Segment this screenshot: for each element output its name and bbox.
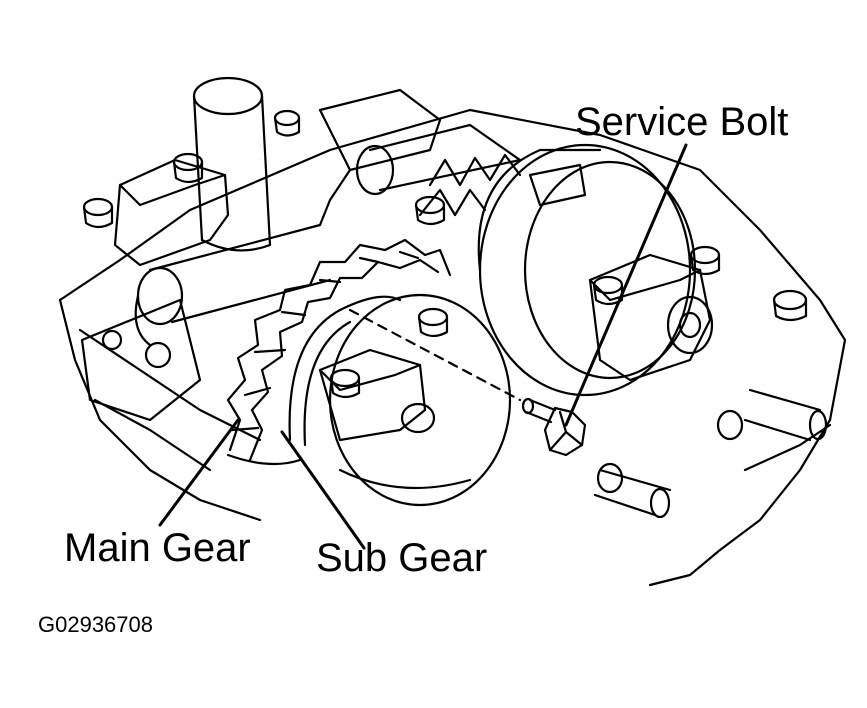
right-bearing-cap (588, 245, 808, 382)
cylinder-head-outline (58, 108, 847, 587)
service-bolt (521, 397, 587, 457)
right-pipes (593, 388, 828, 519)
sub-gear-leader (280, 430, 366, 550)
left-bearing-cap (82, 152, 230, 267)
vertical-pipe (192, 76, 272, 252)
main-gear-leader (158, 418, 240, 527)
main-gear-label: Main Gear (64, 526, 251, 570)
rear-gear-drum (414, 143, 697, 397)
leader-lines (158, 143, 688, 550)
sub-gear (288, 293, 512, 507)
service-bolt-leader (564, 143, 688, 427)
camshaft-right-upper (273, 88, 522, 227)
service-bolt-label: Service Bolt (575, 100, 789, 144)
sub-gear-label: Sub Gear (316, 536, 488, 580)
main-gear (226, 238, 452, 466)
figure-id: G02936708 (38, 612, 153, 637)
alignment-dashed-line (348, 308, 522, 402)
